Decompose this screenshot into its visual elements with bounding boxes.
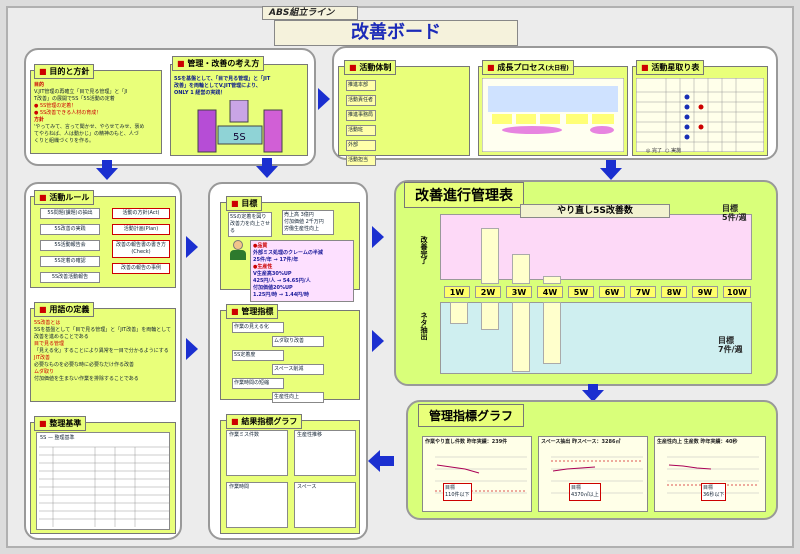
purpose-title: ■ 目的と方針 [34, 64, 95, 79]
standard-grid [39, 446, 169, 527]
left-bottom-label: ネタ抽出 [420, 312, 428, 340]
standard-table: 5S — 整理基準 [36, 432, 170, 530]
arrow-right-icon [186, 236, 198, 258]
week-label: 3W [506, 286, 532, 298]
growth-chart [482, 78, 624, 152]
week-label: 8W [661, 286, 687, 298]
arrow-right-icon [186, 338, 198, 360]
arrow-right-icon [318, 88, 330, 110]
graph-3-plot [667, 456, 759, 494]
result-title: ■ 結果指標グラフ [226, 414, 303, 429]
star-table [636, 78, 764, 152]
week-label: 7W [630, 286, 656, 298]
graph-chart-1: 作業やり直し件数 昨年実績：239件 目標 110件以下 [422, 436, 532, 512]
arrow-right-icon [372, 330, 384, 352]
star-legend: ◎ 完了 ○ 実施 [646, 148, 682, 154]
svg-text:5S: 5S [233, 132, 246, 143]
arrow-shaft [380, 456, 394, 466]
org-roles: 推進本部 活動責任者 推進事務局 活動班 外部 活動担当 [346, 80, 376, 166]
standard-table-title: 5S — 整理基準 [40, 435, 75, 441]
target-title: ■ 目標 [226, 196, 263, 211]
arrow-shaft [588, 384, 598, 392]
kaizen-card-stack [512, 302, 530, 372]
star-title: ■ 活動星取り表 [636, 60, 705, 75]
result-chart-4: スペース [294, 482, 356, 528]
header-scroll: ABS組立ライン 改善ボード [262, 6, 520, 46]
week-label: 6W [599, 286, 625, 298]
progress-banner: やり直し5S改善数 [520, 204, 670, 218]
arrow-down-icon [256, 166, 278, 178]
kaizen-card-stack [543, 302, 561, 364]
rules-right: 活動の方針(Act) 活動計画(Plan) 改善の報告書の書き方(Check) … [112, 208, 170, 274]
graphs-title: 管理指標グラフ [418, 404, 525, 427]
arrow-left-icon [368, 450, 380, 472]
metric-title: ■ 管理指標 [226, 304, 279, 319]
org-title: ■ 活動体制 [344, 60, 397, 75]
person-icon [230, 240, 246, 262]
terms-body [30, 308, 176, 402]
target-text: ●品質 外部ミス処理のクレームの半減 25件/年 → 17件/年 ●生産性 V生… [250, 240, 354, 302]
left-top-label: 改善完了 [420, 236, 428, 264]
week-label: 10W [723, 286, 751, 298]
result-chart-2: 生産性推移 [294, 430, 356, 476]
arrow-shaft [606, 160, 616, 170]
kaizen-card-stack [481, 228, 499, 284]
metric-items: 作業の見える化 ムダ取り改善 5S定着度 スペース削減 作業時間の短縮 生産性向… [232, 322, 352, 403]
arrow-down-icon [582, 390, 604, 402]
purpose-body [30, 70, 162, 154]
target-left-box: 5Sの定着を図り 改善力を向上させる [228, 212, 272, 237]
purpose-text: 目的 V.JIT管理の再確立「目で見る管理」と「JI T改善」の展開で5S「5S… [34, 82, 145, 144]
arrow-down-icon [96, 168, 118, 180]
arrow-down-icon [600, 168, 622, 180]
target-top: 目標 5件/週 [722, 204, 747, 222]
graph-chart-3: 生産性向上 生産数 昨年実績：40秒 目標 36秒以下 [654, 436, 766, 512]
standard-title: ■ 整理基準 [34, 416, 87, 431]
growth-title: ■ 成長プロセス(大日程) [482, 60, 574, 75]
terms-title: ■ 用語の定義 [34, 302, 95, 317]
result-chart-1: 作業ミス件数 [226, 430, 288, 476]
arrow-shaft [102, 160, 112, 170]
kaizen-card-stack [481, 302, 499, 330]
concept-title: ■ 管理・改善の考え方 [172, 56, 265, 71]
week-label: 5W [568, 286, 594, 298]
week-label: 2W [475, 286, 501, 298]
board-subtitle: ABS組立ライン [262, 6, 358, 20]
week-label: 9W [692, 286, 718, 298]
rules-steps: 5S問題(課題)の抽出 5S改善の実践 5S活動報告会 5S定着の確認 5S改善… [40, 208, 100, 283]
board-title: 改善ボード [274, 20, 518, 46]
rules-title: ■ 活動ルール [34, 190, 95, 205]
graph-chart-2: スペース抽出 昨スペース：3286㎡ 目標 4370㎡以上 [538, 436, 648, 512]
concept-text: 5Sを基盤として、「目で見る管理」と「JIT 改善」を両輪としてV.JIT管理に… [174, 76, 271, 96]
target-bottom: 目標 7件/週 [718, 336, 743, 354]
kaizen-card-stack [450, 302, 468, 324]
terms-text: 5S改善とは 5Sを基盤として「目で見る管理」と「JIT改善」を両輪として改善を… [34, 320, 172, 382]
week-label: 1W [444, 286, 470, 298]
target-right-box: 売上高 3億円 付加価値 2千万円 労働生産性向上 [282, 210, 334, 235]
progress-title: 改善進行管理表 [404, 182, 524, 208]
concept-diagram: 5S [197, 100, 283, 153]
result-chart-3: 作業時間 [226, 482, 288, 528]
week-label: 4W [537, 286, 563, 298]
arrow-right-icon [372, 226, 384, 248]
arrow-shaft [262, 158, 272, 168]
kaizen-card-stack [543, 276, 561, 284]
kaizen-card-stack [512, 254, 530, 284]
